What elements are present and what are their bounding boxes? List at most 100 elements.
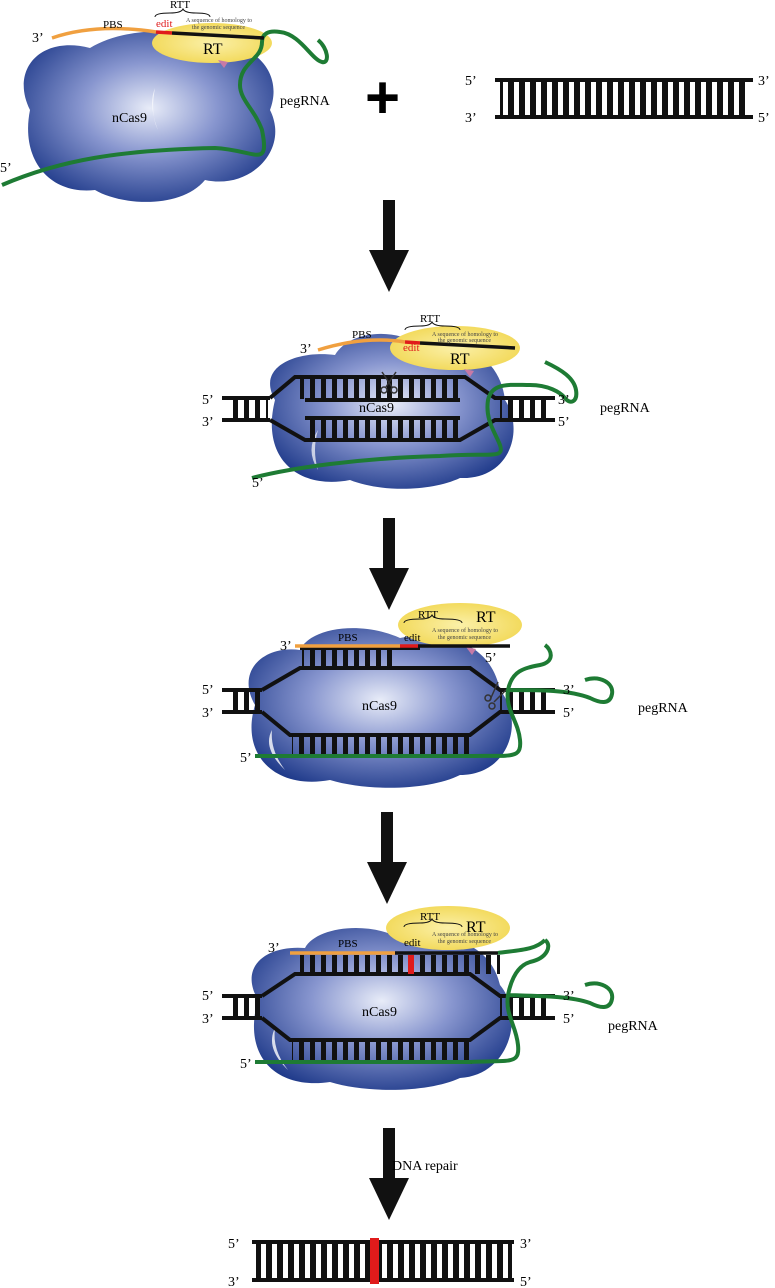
homology-line2: the genomic sequence <box>438 939 491 945</box>
rtt-label: RTT <box>418 609 438 621</box>
edited-base-pair <box>370 1238 379 1284</box>
final-five-prime-left: 5’ <box>228 1237 240 1252</box>
arrow-2 <box>369 518 409 610</box>
dna-five-prime-left: 5’ <box>202 393 214 408</box>
edit-label: edit <box>156 18 173 30</box>
three-prime-label: 3’ <box>280 639 292 654</box>
panel-4: RT nCas9 RTT PBS edit A sequence of homo… <box>202 906 659 1090</box>
rt-label: RT <box>203 41 223 58</box>
pegrna-strand <box>255 938 615 1065</box>
homology-line2: the genomic sequence <box>438 635 491 641</box>
five-prime-label: 5’ <box>240 1057 252 1072</box>
edit-base-pair <box>408 955 414 974</box>
scissors-icon <box>484 681 507 710</box>
homology-segment <box>171 31 265 40</box>
pegrna-label: pegRNA <box>600 401 651 416</box>
arrow-4 <box>369 1128 409 1220</box>
dna-three-prime-right: 3’ <box>563 989 575 1004</box>
ncas9-label: nCas9 <box>112 111 147 126</box>
three-prime-label: 3’ <box>300 342 312 357</box>
homology-line1: A sequence of homology to <box>432 627 498 634</box>
dna-five-prime-right: 5’ <box>558 415 570 430</box>
dna-three-prime-right: 3’ <box>563 683 575 698</box>
three-prime-label: 3’ <box>268 941 280 956</box>
pegrna-strand <box>254 643 615 759</box>
panel-1: nCas9 RT RTT PBS edit A sequence of homo… <box>0 0 770 202</box>
rtt-bracket <box>404 320 461 331</box>
pegrna-label: pegRNA <box>638 701 689 716</box>
rt-enzyme <box>390 326 520 370</box>
arrow-1 <box>369 200 409 292</box>
pegrna-label: pegRNA <box>608 1019 659 1034</box>
dna-five-prime-right: 5’ <box>563 1012 575 1027</box>
pbs-segment <box>51 26 157 40</box>
homology-line1: A sequence of homology to <box>186 17 252 24</box>
edited-dna: 5’ 3’ 3’ 5’ <box>228 1237 532 1288</box>
linker <box>218 60 228 68</box>
three-prime-label: 3’ <box>32 31 44 46</box>
rt-label: RT <box>466 919 486 936</box>
rtt-bracket <box>154 7 211 18</box>
dna-repair-label: DNA repair <box>392 1159 458 1174</box>
rt-enzyme <box>398 603 522 647</box>
five-prime-label: 5’ <box>252 476 264 491</box>
pegrna-label: pegRNA <box>280 94 331 109</box>
ncas9-protein <box>270 333 514 489</box>
dna-bubble <box>222 375 555 442</box>
pbs-label: PBS <box>338 632 358 644</box>
pbs-label: PBS <box>338 938 358 950</box>
dna-three-prime-right: 3’ <box>558 393 570 408</box>
homology-line2: the genomic sequence <box>438 338 491 344</box>
dna-three-prime-left: 3’ <box>202 706 214 721</box>
panel-3: RT nCas9 RTT PBS <box>202 603 689 788</box>
protein-highlight <box>268 730 285 770</box>
homology-line1: A sequence of homology to <box>432 931 498 938</box>
edit-label: edit <box>404 632 421 644</box>
homology-line1: A sequence of homology to <box>432 331 498 338</box>
panel-2: nCas9 RT RTT PBS edit A sequence of homo… <box>202 313 651 491</box>
target-dna: 5’ 3’ 3’ 5’ <box>465 74 770 126</box>
ncas9-label: nCas9 <box>362 699 397 714</box>
rt-label: RT <box>476 609 496 626</box>
edit-segment <box>155 30 173 35</box>
protein-highlight <box>271 1028 288 1070</box>
homology-line2: the genomic sequence <box>192 25 245 31</box>
five-prime-label: 5’ <box>240 751 252 766</box>
rt-enzyme <box>386 906 510 950</box>
edit-label: edit <box>404 937 421 949</box>
ncas9-label: nCas9 <box>362 1005 397 1020</box>
linker <box>466 647 476 655</box>
dna-five-prime-left: 5’ <box>202 683 214 698</box>
rtt-label: RTT <box>420 313 440 325</box>
dna-three-prime-top: 3’ <box>758 74 770 89</box>
linker <box>464 369 474 377</box>
dna-three-prime-left: 3’ <box>202 1012 214 1027</box>
final-three-prime-left: 3’ <box>228 1275 240 1288</box>
dna-three-prime-bottom: 3’ <box>465 111 477 126</box>
rtt-label: RTT <box>170 0 190 11</box>
pegrna-strand <box>251 360 579 480</box>
five-prime-label: 5’ <box>0 161 12 176</box>
pbs-segment <box>317 338 406 352</box>
final-three-prime-right: 3’ <box>520 1237 532 1252</box>
arrow-3 <box>367 812 407 904</box>
rtt-label: RTT <box>420 911 440 923</box>
ncas9-label: nCas9 <box>359 401 394 416</box>
edit-label: edit <box>403 342 420 354</box>
plus-sign: + <box>365 64 400 131</box>
pbs-label: PBS <box>352 329 372 341</box>
dna-five-prime-top: 5’ <box>465 74 477 89</box>
five-prime-rt-label: 5’ <box>485 651 497 666</box>
dna-three-prime-left: 3’ <box>202 415 214 430</box>
pegrna-strand <box>1 29 329 187</box>
homology-segment <box>419 341 516 350</box>
rtt-bracket <box>403 917 463 928</box>
rt-label: RT <box>450 351 470 368</box>
rtt-bracket <box>403 613 463 624</box>
dna-five-prime-right: 5’ <box>563 706 575 721</box>
pbs-label: PBS <box>103 19 123 31</box>
dna-five-prime-left: 5’ <box>202 989 214 1004</box>
edit-segment <box>404 340 421 345</box>
dna-five-prime-bottom: 5’ <box>758 111 770 126</box>
